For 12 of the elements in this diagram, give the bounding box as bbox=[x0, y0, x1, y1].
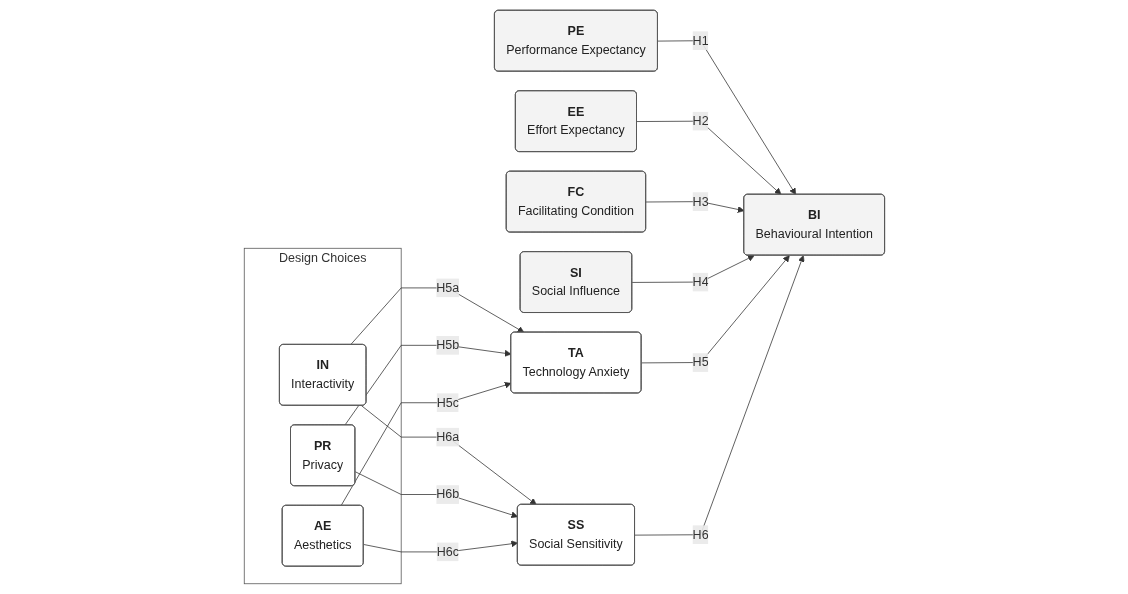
edge-label: H4 bbox=[692, 275, 709, 289]
edge-label: H5c bbox=[436, 395, 459, 409]
edge-label: H6 bbox=[692, 527, 709, 541]
edge-label: H5a bbox=[435, 280, 459, 295]
edge-label: H5 bbox=[692, 355, 709, 369]
edge-label: H2 bbox=[692, 114, 709, 128]
edge-label: H6c bbox=[436, 544, 459, 559]
edge-label: H1 bbox=[692, 33, 709, 47]
edge-label: H5b bbox=[435, 338, 459, 352]
edge-label: H6a bbox=[435, 430, 459, 444]
edge-label: H3 bbox=[692, 194, 709, 208]
edge-label: H6b bbox=[435, 487, 459, 501]
